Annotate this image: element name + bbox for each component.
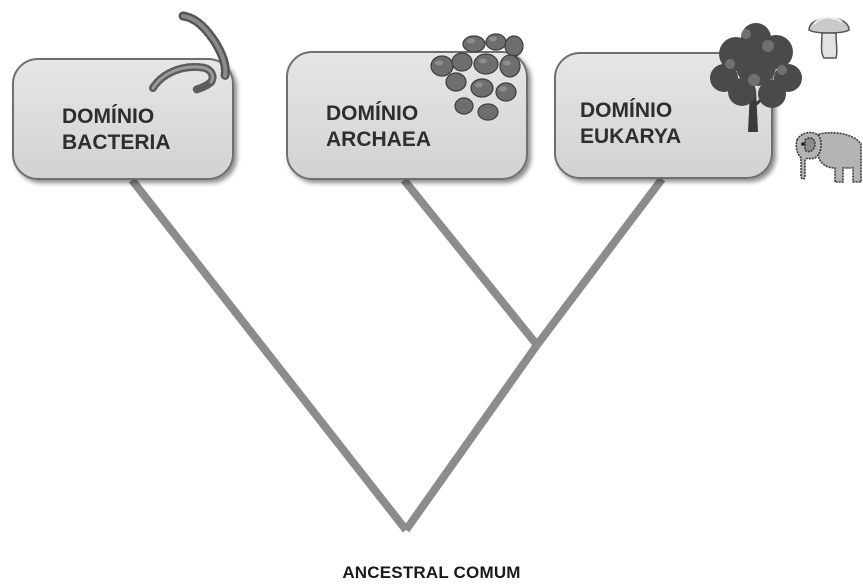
mushroom-icon bbox=[808, 16, 850, 59]
root-label: ANCESTRAL COMUM bbox=[342, 563, 521, 582]
domain-label-eukarya: DOMÍNIO EUKARYA bbox=[580, 98, 681, 150]
domain-label-bacteria: DOMÍNIO BACTERIA bbox=[62, 104, 171, 156]
domain-label-line1: DOMÍNIO bbox=[62, 105, 155, 128]
domain-label-line1: DOMÍNIO bbox=[326, 102, 419, 125]
domain-label-line2: EUKARYA bbox=[580, 125, 682, 148]
domain-box-bacteria bbox=[12, 58, 234, 180]
branch-archaea bbox=[400, 177, 541, 348]
domain-label-line2: ARCHAEA bbox=[326, 128, 431, 151]
branch-eukarya-archaea bbox=[402, 342, 541, 533]
spiral-bacteria-icon bbox=[149, 11, 230, 94]
tree-icon bbox=[710, 23, 802, 132]
elephant-icon bbox=[795, 131, 862, 183]
branch-eukarya bbox=[533, 176, 666, 348]
domain-label-line1: DOMÍNIO bbox=[580, 99, 673, 122]
domain-label-line2: BACTERIA bbox=[62, 131, 171, 154]
domain-label-archaea: DOMÍNIO ARCHAEA bbox=[326, 101, 431, 153]
branch-bacteria bbox=[128, 177, 410, 533]
archaea-cells-icon bbox=[430, 33, 524, 121]
